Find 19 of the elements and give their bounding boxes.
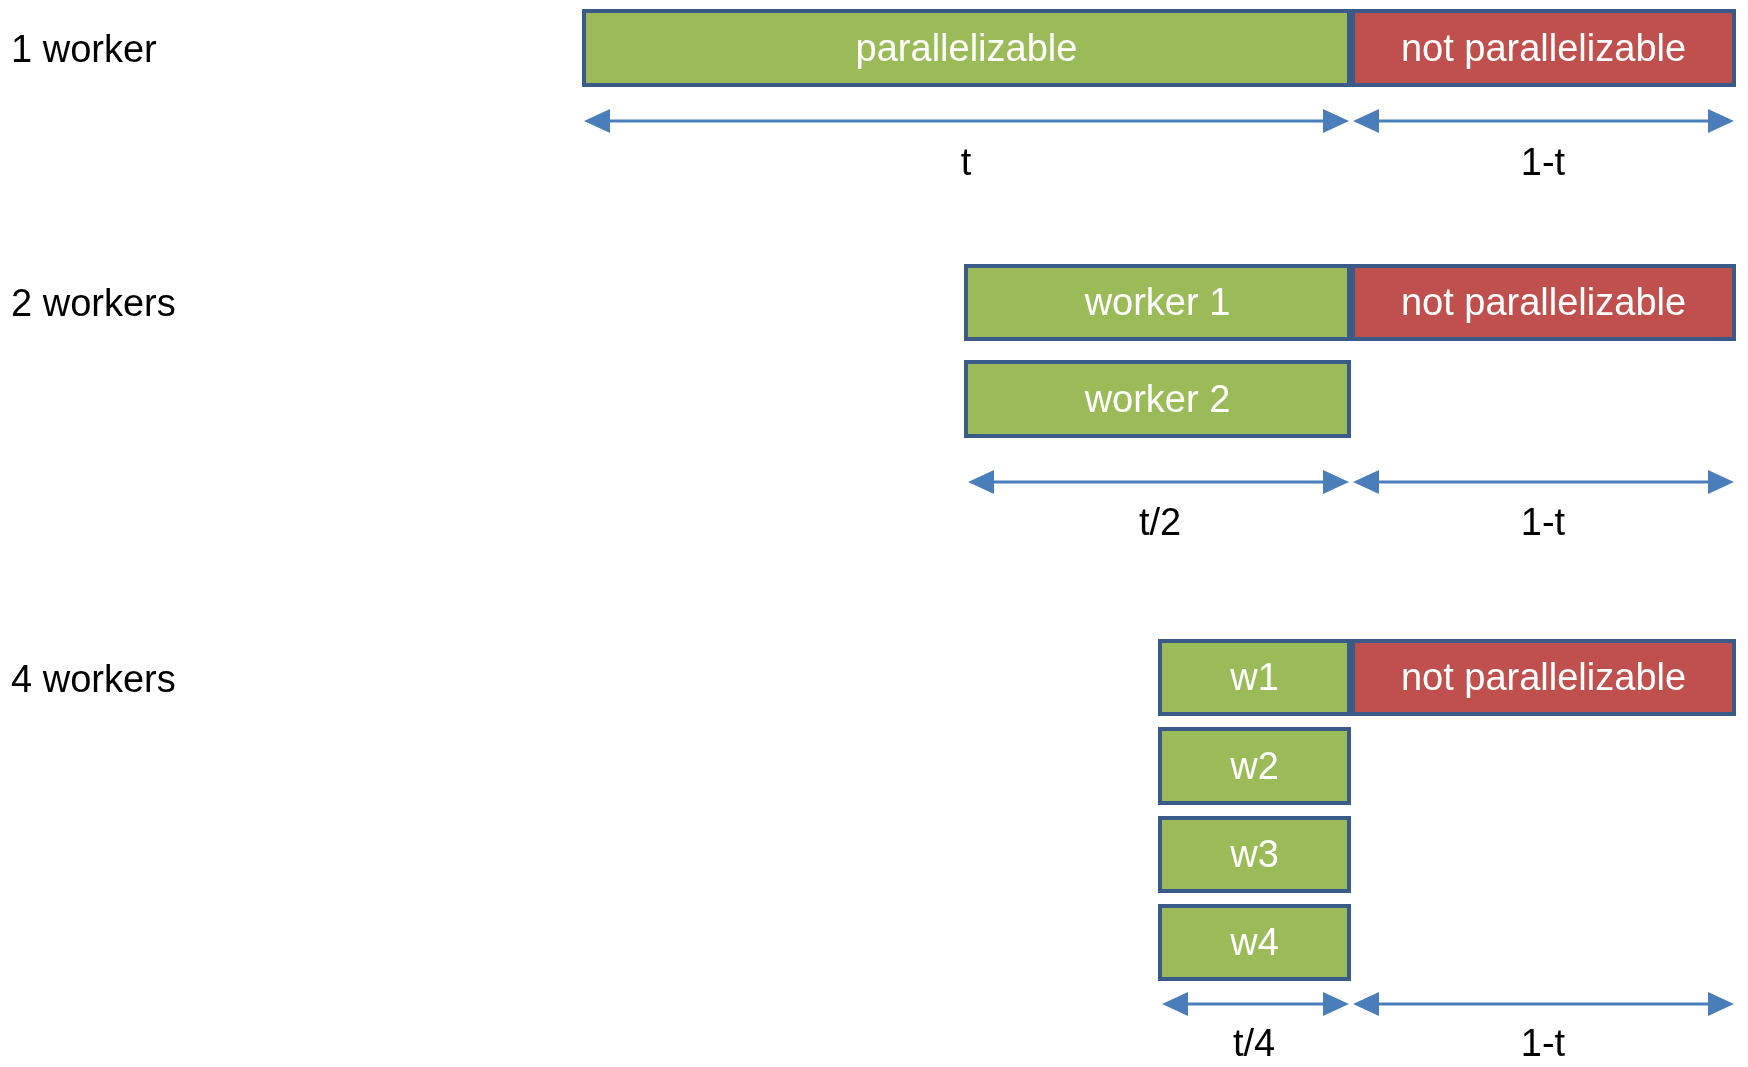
dimension-label: t/2 [1138,503,1182,541]
parallel-segment-bar: worker 1 [964,264,1351,341]
serial-segment-bar: not parallelizable [1351,9,1736,87]
serial-segment-bar: not parallelizable [1351,639,1736,716]
dimension-label: 1-t [1520,503,1566,541]
parallel-segment-bar: w4 [1158,904,1351,981]
dimension-label: t/4 [1232,1024,1276,1062]
dimension-label: t [960,143,972,181]
parallel-segment-bar: w2 [1158,727,1351,805]
row-label: 4 workers [11,660,176,698]
parallel-segment-bar: w1 [1158,639,1351,716]
dimension-label: 1-t [1520,143,1566,181]
parallel-segment-bar: w3 [1158,816,1351,893]
serial-segment-bar: not parallelizable [1351,264,1736,341]
row-label: 2 workers [11,284,176,322]
dimension-label: 1-t [1520,1024,1566,1062]
row-label: 1 worker [11,30,157,68]
parallel-segment-bar: parallelizable [582,9,1351,87]
parallel-segment-bar: worker 2 [964,360,1351,438]
